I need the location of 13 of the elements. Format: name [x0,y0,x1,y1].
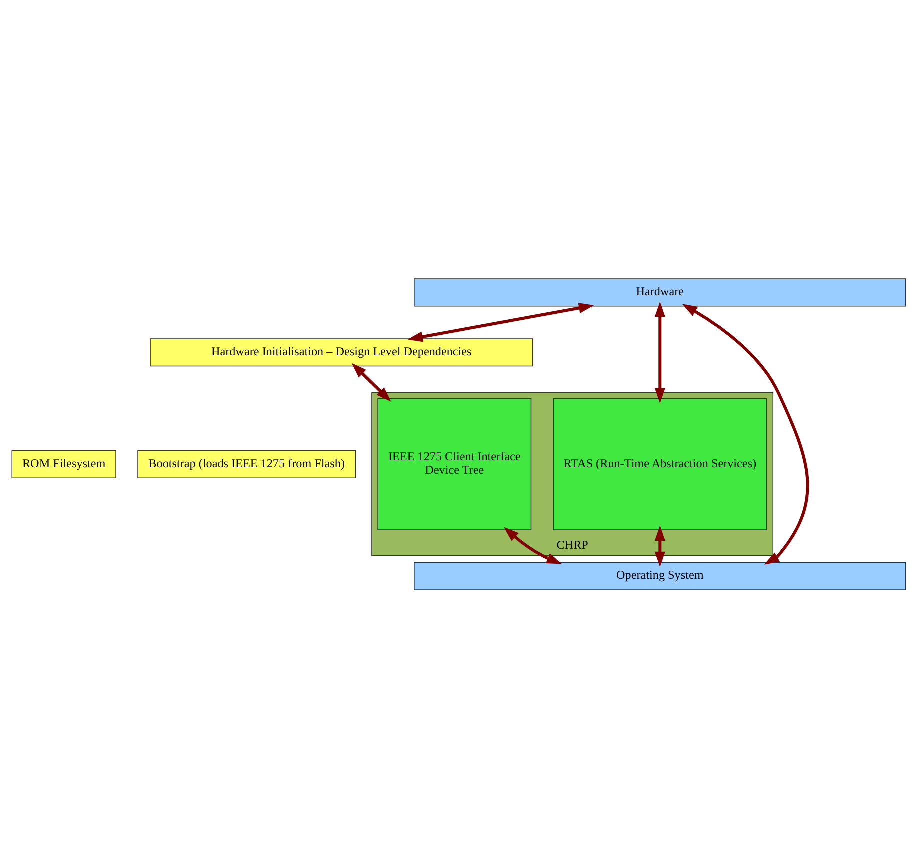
node-box: RTAS (Run-Time Abstraction Services) [553,398,768,530]
node-box: Hardware [414,278,906,306]
arrow [654,301,666,403]
arrow [504,526,562,564]
node-box: Hardware Initialisation – Design Level Dependencies [150,338,534,366]
arrow [352,362,392,402]
arrow [682,304,810,564]
node-box: Bootstrap (loads IEEE 1275 from Flash) [138,450,356,478]
node-box: ROM Filesystem [12,450,116,478]
arrow [408,302,594,342]
node-box: Operating System [414,562,906,590]
node-box: IEEE 1275 Client Interface Device Tree [378,398,532,530]
arrow [654,525,666,567]
